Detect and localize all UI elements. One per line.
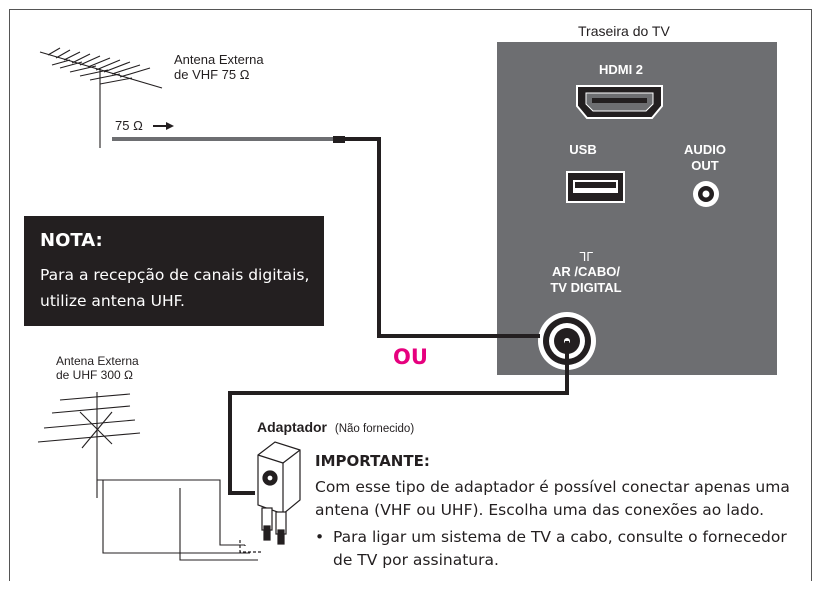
coax-cable-to-adapter: [228, 341, 569, 495]
adapter-icon: [239, 441, 301, 553]
frame-right-border: [811, 9, 812, 581]
antenna-input-label-2: TV DIGITAL: [550, 280, 622, 295]
vhf-antenna-label-2: de VHF 75 Ω: [174, 67, 250, 82]
usb-label: USB: [569, 142, 597, 157]
uhf-antenna-icon: [37, 392, 141, 498]
uhf-twin-lead-cable-2: [102, 480, 250, 554]
importante-bullet-text: Para ligar um sistema de TV a cabo, cons…: [333, 528, 787, 569]
adapter-label: Adaptador (Não fornecido): [257, 419, 414, 435]
tv-back-title: Traseira do TV: [578, 23, 670, 39]
uhf-twin-lead-cable: [97, 479, 245, 546]
arrow-right-icon: [153, 122, 174, 130]
nota-title: NOTA:: [40, 230, 103, 251]
frame-top-border: [9, 9, 812, 10]
audio-out-label-2: OUT: [691, 158, 719, 173]
vhf-antenna-label-1: Antena Externa: [174, 52, 264, 67]
frame-left-border: [9, 9, 10, 581]
importante-text: Com esse tipo de adaptador é possível co…: [315, 478, 790, 519]
nota-box: NOTA: Para a recepção de canais digitais…: [24, 216, 324, 326]
vhf-cable-connector: [333, 136, 345, 143]
vhf-antenna-icon: [39, 47, 163, 148]
audio-out-label-1: AUDIO: [684, 142, 726, 157]
hdmi-label: HDMI 2: [598, 62, 644, 77]
uhf-antenna-label-1: Antena Externa: [56, 354, 139, 368]
coax-cable-to-tv: [345, 137, 540, 338]
antenna-input-label-1: AR /CABO/: [552, 264, 620, 279]
antenna-symbol: ᒣᒥ: [578, 250, 593, 264]
hdmi-port-icon: [576, 85, 663, 119]
or-label: OU: [393, 345, 428, 369]
bullet-dot: •: [315, 528, 325, 546]
uhf-antenna-label-2: de UHF 300 Ω: [56, 368, 134, 382]
adapter-title: Adaptador: [257, 419, 327, 435]
usb-port-icon: [566, 171, 625, 203]
uhf-twin-lead-cable-3: [179, 488, 258, 561]
vhf-cable-label: 75 Ω: [115, 118, 143, 133]
importante-title: IMPORTANTE:: [315, 452, 430, 470]
adapter-note: (Não fornecido): [334, 423, 415, 435]
audio-out-jack-icon: [693, 181, 719, 207]
nota-text: Para a recepção de canais digitais, util…: [40, 266, 310, 310]
